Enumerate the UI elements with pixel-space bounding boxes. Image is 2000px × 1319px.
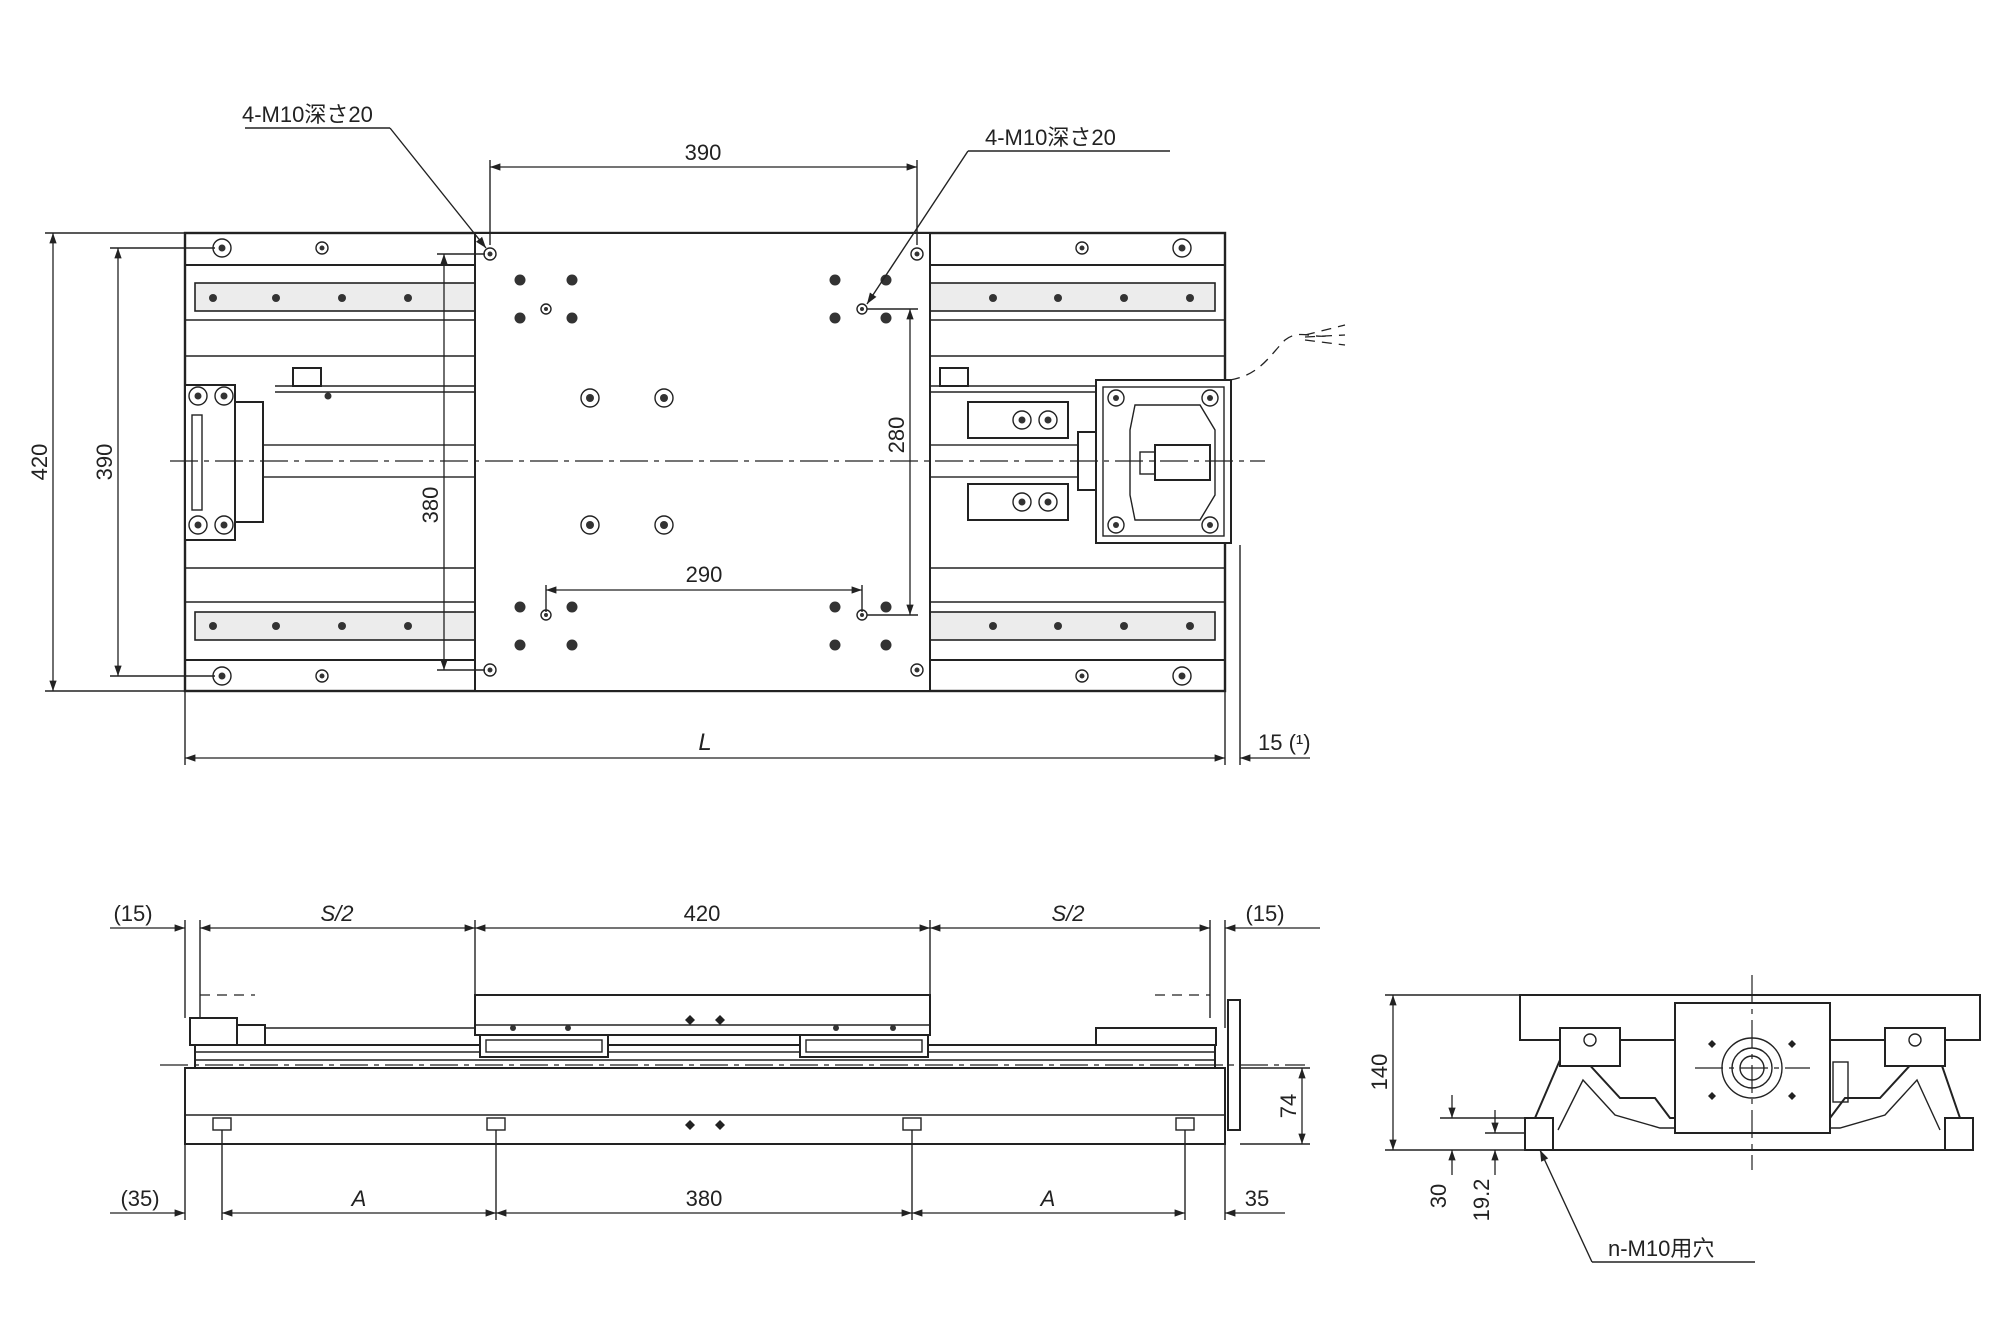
hole-note: n-M10用穴 [1608, 1236, 1714, 1261]
cable [1229, 333, 1331, 381]
dim-A-right: A [1039, 1186, 1056, 1211]
front-table [474, 994, 931, 1036]
dim-380: 380 [686, 1186, 723, 1211]
sensor-right [939, 367, 969, 387]
dim-74: 74 [1276, 1094, 1301, 1118]
dim-390-left: 390 [92, 444, 117, 481]
motor-coupling [1154, 444, 1211, 481]
dim-140: 140 [1367, 1054, 1392, 1091]
front-view: (15) S/2 420 S/2 (15) 74 (35) A 380 A 35 [110, 901, 1320, 1220]
dim-A-left: A [350, 1186, 367, 1211]
rail-bottom-left [194, 611, 476, 641]
dim-L: L [698, 729, 711, 756]
dim-30: 30 [1426, 1184, 1451, 1208]
tap-note-left: 4-M10深さ20 [242, 102, 373, 127]
dim-35-right: 35 [1245, 1186, 1269, 1211]
end-block-left [184, 384, 236, 541]
rail-bolts [209, 294, 1194, 630]
table-plate [474, 232, 931, 692]
dim-15-right: (15) [1245, 901, 1284, 926]
sensor-left [292, 367, 322, 387]
dim-390-top: 390 [685, 140, 722, 165]
dim-420: 420 [684, 901, 721, 926]
front-markers [685, 1015, 725, 1130]
dim-15-left: (15) [113, 901, 152, 926]
rail-bottom-right [929, 611, 1216, 641]
dim-380: 380 [418, 487, 443, 524]
top-view: 390 4-M10深さ20 4-M10深さ20 420 390 380 280 … [27, 102, 1346, 765]
dim-420-left: 420 [27, 444, 52, 481]
tap-note-right: 4-M10深さ20 [985, 125, 1116, 150]
carriage-right [799, 1034, 929, 1058]
carriage-left [479, 1034, 609, 1058]
dim-290: 290 [686, 562, 723, 587]
bearing-block-bottom [967, 483, 1069, 521]
rail-top-left [194, 282, 476, 312]
dim-S2-right: S/2 [1051, 901, 1084, 926]
side-view: 140 30 19.2 n-M10用穴 [1367, 975, 1981, 1263]
dim-S2-left: S/2 [320, 901, 353, 926]
bearing-block-top [967, 401, 1069, 439]
front-end-right [1095, 1027, 1217, 1046]
rail-top-right [929, 282, 1216, 312]
front-end-left [189, 1017, 238, 1046]
dim-15-note: 15 (¹) [1258, 730, 1311, 755]
front-base [184, 1067, 1226, 1145]
dim-35-left: (35) [120, 1186, 159, 1211]
dim-19-2: 19.2 [1469, 1179, 1494, 1222]
dim-280: 280 [884, 417, 909, 454]
table-holes [483, 247, 924, 677]
front-rail [194, 1044, 1216, 1069]
base-mount-holes [212, 238, 1192, 686]
